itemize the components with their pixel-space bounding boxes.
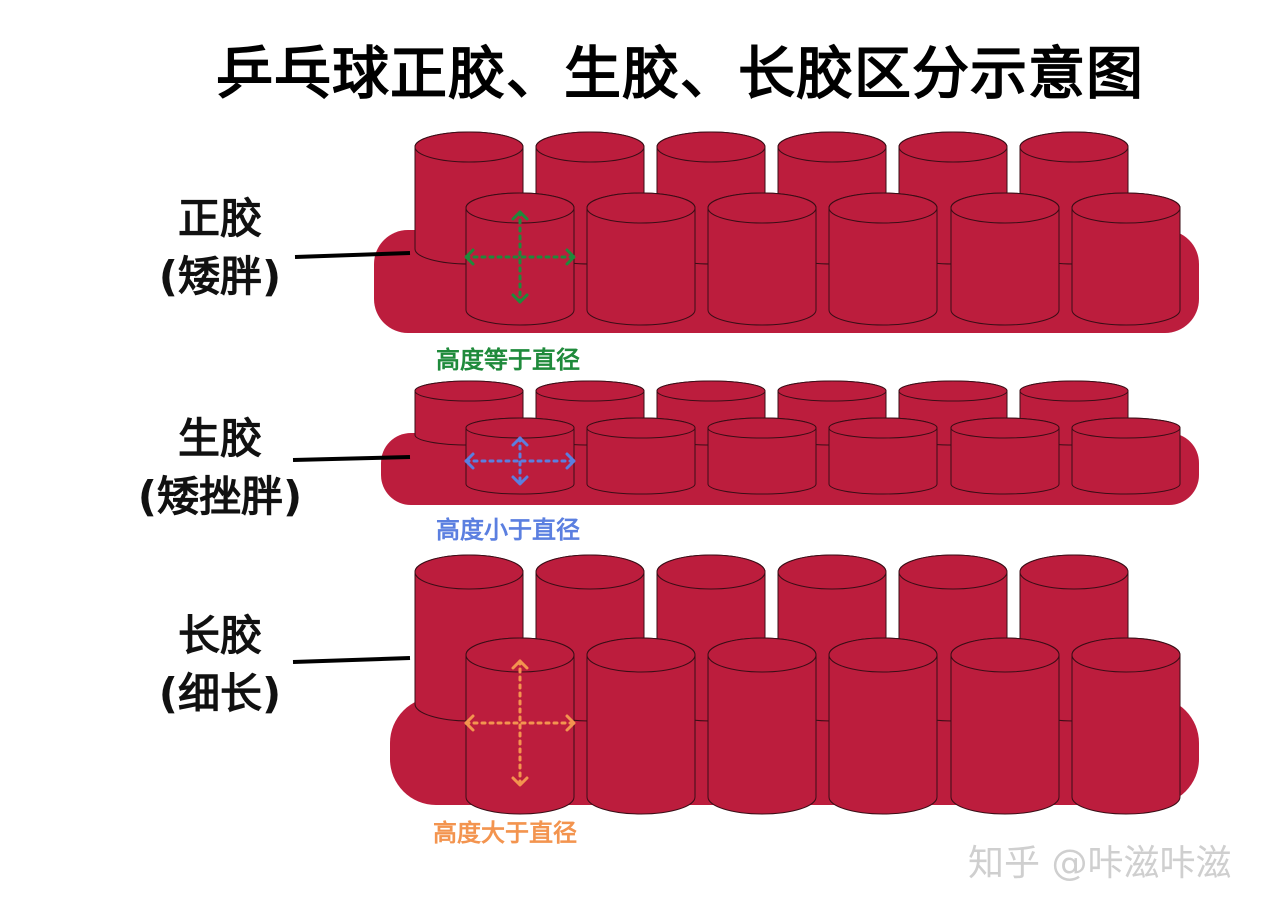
pimple-back-3-5-top [898, 554, 1008, 590]
pimple-front-3-6-top [1071, 637, 1181, 673]
pimple-front-3-3-top [707, 637, 817, 673]
dimension-arrows-2-arrowhead-right [565, 452, 576, 470]
pimple-front-2-1-top [465, 417, 575, 439]
pimple-back-1-6-top [1019, 131, 1129, 163]
pimple-back-3-1-top [414, 554, 524, 590]
pimple-front-2-5-top [950, 417, 1060, 439]
label-changjiao: 长胶 (细长) [135, 607, 305, 723]
pimple-back-1-3-top [656, 131, 766, 163]
pimple-front-1-5-top [950, 192, 1060, 224]
pimple-front-3-2-top [586, 637, 696, 673]
pimple-front-2-6-top [1071, 417, 1181, 439]
pimple-back-2-5-top [898, 380, 1008, 402]
label-shengjiao: 生胶 (矮挫胖) [120, 410, 320, 526]
pimple-front-3-4-top [828, 637, 938, 673]
label-shengjiao-sub: (矮挫胖) [137, 472, 303, 521]
pimple-back-2-3-top [656, 380, 766, 402]
pimple-back-2-1-top [414, 380, 524, 402]
pimple-front-3-5-top [950, 637, 1060, 673]
dimension-arrows-2-arrowhead-up [511, 436, 529, 447]
label-shengjiao-name: 生胶 [177, 414, 262, 463]
pointer-line-3 [292, 656, 411, 664]
dimension-arrows-2-arrowhead-left [464, 452, 475, 470]
pimple-back-2-4-top [777, 380, 887, 402]
dimension-arrows-3-arrowhead-right [565, 714, 576, 732]
pimple-back-1-2-top [535, 131, 645, 163]
pimple-back-3-2-top [535, 554, 645, 590]
pimple-front-1-4-top [828, 192, 938, 224]
pointer-line-2 [292, 455, 411, 462]
pimple-back-1-4-top [777, 131, 887, 163]
pimple-back-3-4-top [777, 554, 887, 590]
pimple-front-1-6-top [1071, 192, 1181, 224]
pimple-back-2-6-top [1019, 380, 1129, 402]
label-zhengjiao-sub: (矮胖) [158, 252, 282, 301]
pimple-front-2-4-top [828, 417, 938, 439]
pimple-back-2-2-top [535, 380, 645, 402]
pimple-back-3-6-top [1019, 554, 1129, 590]
watermark: 知乎 @咔滋咔滋 [968, 843, 1232, 884]
label-zhengjiao-name: 正胶 [177, 194, 262, 243]
dimension-arrows-1-arrowhead-down [511, 293, 529, 304]
pimple-front-2-3-top [707, 417, 817, 439]
label-zhengjiao: 正胶 (矮胖) [135, 190, 305, 306]
caption-changjiao: 高度大于直径 [433, 819, 577, 847]
dimension-arrows-3-arrowhead-left [464, 714, 475, 732]
dimension-arrows-2-arrowhead-down [511, 475, 529, 486]
pimple-back-1-1-top [414, 131, 524, 163]
pimple-front-3-1-top [465, 637, 575, 673]
dimension-arrows-3-arrowhead-down [511, 776, 529, 787]
caption-shengjiao: 高度小于直径 [436, 516, 580, 544]
diagram-title: 乒乓球正胶、生胶、长胶区分示意图 [216, 41, 1144, 107]
dimension-arrows-1-arrowhead-up [511, 210, 529, 221]
caption-zhengjiao: 高度等于直径 [436, 346, 580, 374]
label-changjiao-name: 长胶 [177, 611, 262, 660]
pimple-front-1-3-top [707, 192, 817, 224]
pimple-front-2-2-top [586, 417, 696, 439]
pointer-line-1 [294, 251, 411, 259]
dimension-arrows-1-arrowhead-left [464, 248, 475, 266]
label-changjiao-sub: (细长) [158, 669, 282, 718]
dimension-arrows-1-arrowhead-right [565, 248, 576, 266]
pimple-back-1-5-top [898, 131, 1008, 163]
pimple-back-3-3-top [656, 554, 766, 590]
dimension-arrows-3-arrowhead-up [511, 659, 529, 670]
pimple-front-1-2-top [586, 192, 696, 224]
